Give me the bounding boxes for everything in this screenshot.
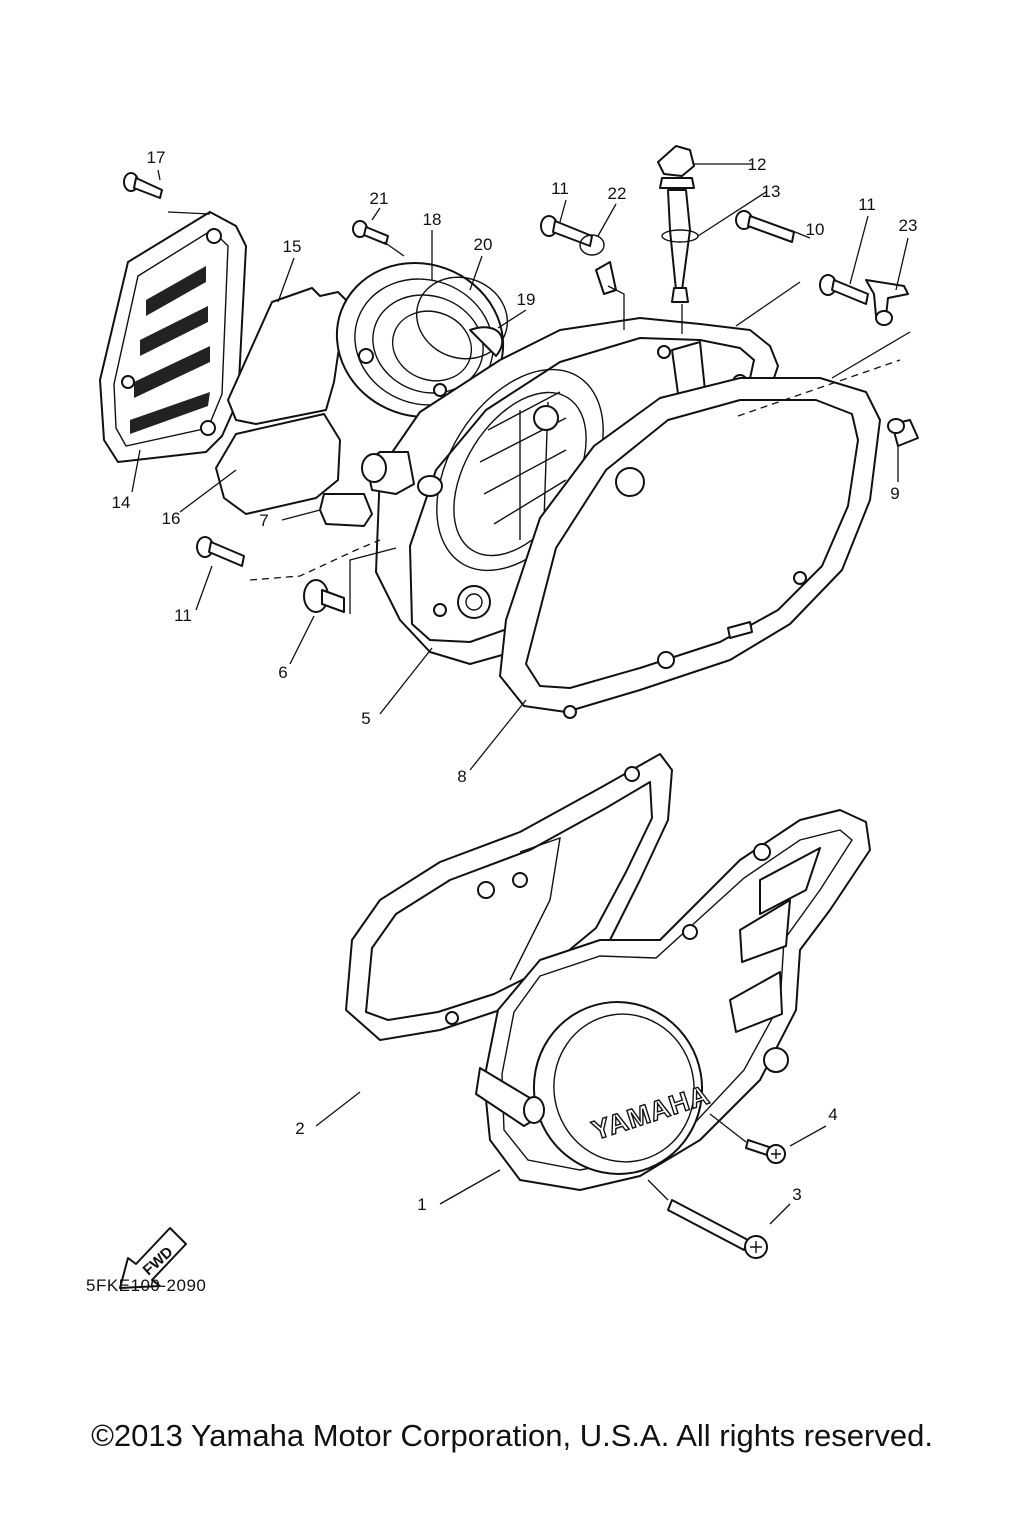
lower-leader-lines xyxy=(647,1113,747,1201)
copyright-notice: ©2013 Yamaha Motor Corporation, U.S.A. A… xyxy=(91,1418,933,1453)
bolt-11-left xyxy=(196,536,245,567)
callout-15: 15 xyxy=(283,237,302,256)
callout-4: 4 xyxy=(828,1105,837,1124)
bolt-10 xyxy=(735,210,795,243)
screw-21 xyxy=(352,220,389,245)
callout-7: 7 xyxy=(259,511,268,530)
dipstick-12 xyxy=(657,145,695,303)
callout-9: 9 xyxy=(890,484,899,503)
callout-20: 20 xyxy=(474,235,493,254)
diagram-code: 5FKE100-2090 xyxy=(86,1276,207,1295)
callout-leaders xyxy=(131,163,909,1225)
callout-11: 11 xyxy=(174,606,192,625)
callout-11: 11 xyxy=(551,179,569,198)
gasket-8 xyxy=(499,377,881,719)
upper-leader-lines xyxy=(167,211,911,614)
callout-23: 23 xyxy=(899,216,918,235)
callout-3: 3 xyxy=(792,1185,801,1204)
bolt-11-top xyxy=(540,215,593,247)
callout-10: 10 xyxy=(806,220,825,239)
callout-16: 16 xyxy=(162,509,181,528)
gasket-15 xyxy=(227,287,347,425)
o-ring-20 xyxy=(415,276,509,360)
gasket-2 xyxy=(345,753,673,1041)
seal-19 xyxy=(469,326,504,357)
callout-19: 19 xyxy=(517,290,536,309)
callout-22: 22 xyxy=(608,184,627,203)
callout-12: 12 xyxy=(748,155,767,174)
callout-21: 21 xyxy=(370,189,389,208)
callout-8: 8 xyxy=(457,767,466,786)
screw-3 xyxy=(667,1199,768,1259)
callout-1: 1 xyxy=(417,1195,426,1214)
callout-18: 18 xyxy=(423,210,442,229)
bolt-11-right xyxy=(819,274,869,305)
side-cover-1: YAMAHA xyxy=(475,809,871,1191)
callout-11: 11 xyxy=(858,195,876,214)
callout-13: 13 xyxy=(762,182,781,201)
callout-17: 17 xyxy=(147,148,166,167)
callout-2: 2 xyxy=(295,1119,304,1138)
callout-6: 6 xyxy=(278,663,287,682)
plate-16 xyxy=(215,413,341,515)
dowel-9 xyxy=(887,418,919,447)
callout-5: 5 xyxy=(361,709,370,728)
callout-14: 14 xyxy=(112,493,131,512)
bracket-23 xyxy=(865,279,909,326)
plug-6 xyxy=(303,579,345,613)
grommet-7 xyxy=(319,493,373,527)
screw-4 xyxy=(745,1139,786,1164)
screw-17 xyxy=(123,172,163,199)
outer-cover-14 xyxy=(99,211,247,463)
